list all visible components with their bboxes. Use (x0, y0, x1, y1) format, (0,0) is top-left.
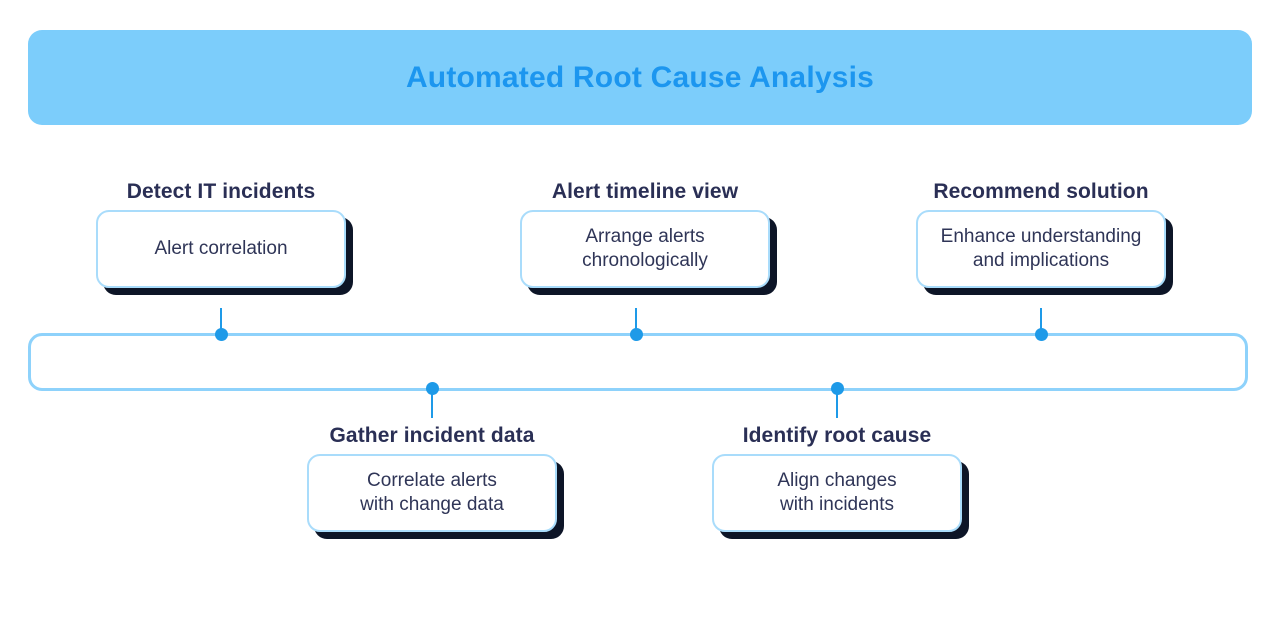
connector-dot-gather-incident-data (426, 382, 439, 395)
connector-line-recommend-solution (1040, 308, 1042, 336)
connector-dot-recommend-solution (1035, 328, 1048, 341)
card-text-correlate-alerts-with-change-data: Correlate alerts with change data (360, 469, 504, 515)
connector-line-alert-timeline-view (635, 308, 637, 336)
node-label-gather-incident-data: Gather incident data (329, 424, 535, 447)
timeline-bar (28, 333, 1248, 391)
card-text-alert-correlation: Alert correlation (154, 237, 288, 259)
connector-dot-identify-root-cause (831, 382, 844, 395)
card-alert-correlation[interactable]: Alert correlation (96, 210, 346, 288)
connector-dot-detect-it-incidents (215, 328, 228, 341)
card-text-enhance-understanding-and-implications: Enhance understanding and implications (940, 225, 1142, 271)
title-banner: Automated Root Cause Analysis (28, 30, 1252, 125)
node-label-recommend-solution: Recommend solution (933, 180, 1149, 203)
connector-line-gather-incident-data (431, 390, 433, 418)
card-text-arrange-alerts-chronologically: Arrange alerts chronologically (582, 225, 708, 271)
connector-line-detect-it-incidents (220, 308, 222, 336)
node-label-alert-timeline-view: Alert timeline view (551, 180, 739, 203)
card-text-align-changes-with-incidents: Align changes with incidents (777, 469, 897, 515)
card-correlate-alerts-with-change-data[interactable]: Correlate alerts with change data (307, 454, 557, 532)
card-align-changes-with-incidents[interactable]: Align changes with incidents (712, 454, 962, 532)
card-arrange-alerts-chronologically[interactable]: Arrange alerts chronologically (520, 210, 770, 288)
node-label-detect-it-incidents: Detect IT incidents (126, 180, 316, 203)
page-title: Automated Root Cause Analysis (405, 60, 875, 94)
card-enhance-understanding-and-implications[interactable]: Enhance understanding and implications (916, 210, 1166, 288)
node-label-identify-root-cause: Identify root cause (742, 424, 932, 447)
connector-line-identify-root-cause (836, 390, 838, 418)
connector-dot-alert-timeline-view (630, 328, 643, 341)
